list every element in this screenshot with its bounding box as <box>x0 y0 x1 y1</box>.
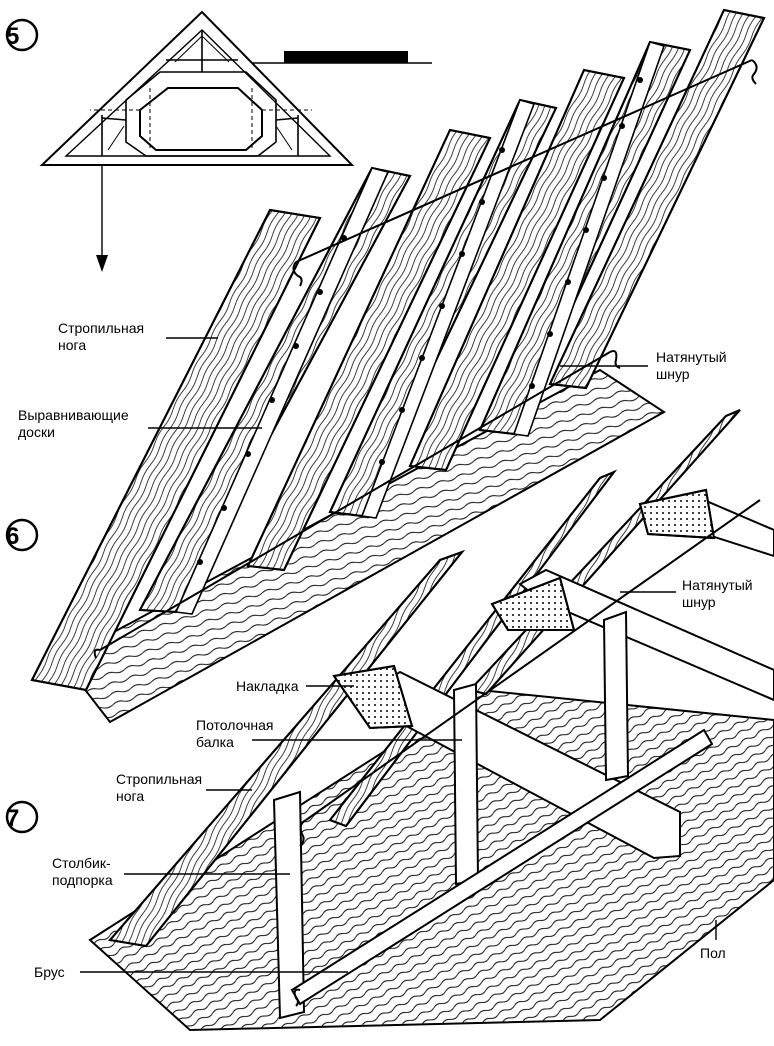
step6-rafters-leveling: 6 <box>5 8 766 724</box>
label-taut-cord-top-1: Натянутый <box>656 349 727 365</box>
spirit-level <box>284 51 408 63</box>
attic-room-outline <box>139 87 263 151</box>
label-rafter-bottom-1: Стропильная <box>116 771 202 787</box>
label-ceiling-joist-2: балка <box>196 734 234 750</box>
step7-cord <box>305 499 761 821</box>
nail-hook-icon <box>292 261 303 287</box>
leader-lines <box>80 337 717 973</box>
support-post <box>602 610 630 782</box>
label-taut-cord-top-2: шнур <box>656 366 690 382</box>
step6-leveling-boards <box>174 41 666 615</box>
label-post-2: подпорка <box>52 872 113 888</box>
label-rafter-top-1: Стропильная <box>58 320 144 336</box>
plumb-bob-icon <box>96 255 108 272</box>
nail-hook-icon <box>293 988 301 1007</box>
label-beam: Брус <box>34 964 65 980</box>
step6-cord-top <box>295 59 753 263</box>
label-leveling-boards-2: доски <box>18 424 55 440</box>
label-post-1: Столбик- <box>52 855 111 871</box>
label-gusset: Накладка <box>236 678 299 694</box>
nail-hook-icon <box>93 648 101 659</box>
nail-hook-icon <box>299 819 307 847</box>
label-taut-cord-bottom-2: шнур <box>682 594 716 610</box>
nail-hook-icon <box>751 59 758 85</box>
step5-truss-section: 5 <box>5 10 432 272</box>
label-rafter-bottom-2: нога <box>116 788 144 804</box>
labels: Стропильная нога Выравнивающие доски Нат… <box>18 320 753 980</box>
label-ceiling-joist-1: Потолочная <box>196 717 273 733</box>
step6-cord-bottom <box>99 351 611 651</box>
nail-dots <box>197 77 643 565</box>
support-post <box>272 790 306 1020</box>
label-taut-cord-bottom-1: Натянутый <box>682 577 753 593</box>
label-leveling-boards-1: Выравнивающие <box>18 407 129 423</box>
step7-attic-framing: 7 <box>5 409 774 1032</box>
label-rafter-top-2: нога <box>58 337 86 353</box>
label-floor: Пол <box>700 945 726 961</box>
